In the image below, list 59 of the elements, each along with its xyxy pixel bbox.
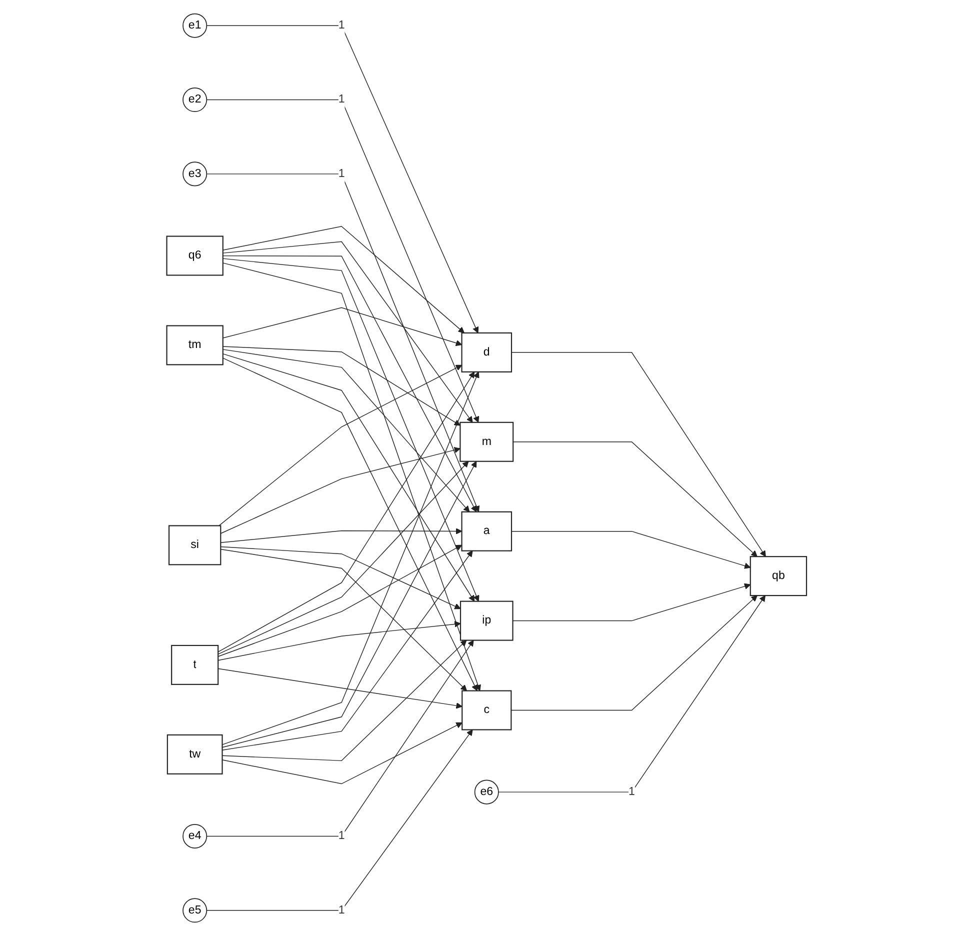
node-circle: e1 [182,13,207,38]
arrow [206,729,473,911]
arrow [222,640,467,762]
arrow [222,226,464,334]
arrow [206,174,480,512]
node-box: c [461,690,512,730]
arrow [510,595,758,711]
arrow [222,255,477,512]
node-box: tw [166,734,223,774]
arrow [218,364,462,526]
node-circle: e2 [182,88,207,112]
arrow [222,722,462,784]
arrow [222,461,476,748]
node-circle: e4 [182,824,207,848]
edge-label: 1 [338,830,345,842]
node-box: m [460,422,514,462]
arrow [512,442,758,557]
arrow [222,307,462,346]
arrow [222,349,470,512]
arrow [218,372,475,652]
arrow [222,346,460,426]
arrow [220,546,461,610]
node-circle: e6 [474,780,499,804]
node-box: d [461,332,512,372]
arrow [218,544,462,657]
arrow [511,352,766,557]
node-box: q6 [166,236,224,276]
arrow [222,550,473,750]
node-box: tm [166,325,224,366]
node-box: ip [460,600,514,641]
arrow [222,262,481,692]
arrow [222,358,478,692]
edge-label: 1 [338,167,345,180]
node-circle: e3 [182,162,207,186]
arrow [218,621,461,661]
arrow [222,258,480,602]
edge-label: 1 [338,19,345,32]
edge-label: 1 [628,786,635,798]
arrow [218,668,462,709]
edge-label: 1 [338,93,345,106]
arrow [220,446,460,534]
arrow [220,528,462,543]
arrow [222,372,480,746]
arrow [206,640,474,837]
node-box: t [170,644,218,685]
arrow [498,595,766,792]
node-box: qb [750,556,807,596]
arrow [222,353,475,602]
arrow [222,241,473,423]
arrow [512,583,751,622]
arrow [511,530,751,569]
arrow [220,548,467,692]
arrow [206,99,479,423]
node-circle: e5 [182,898,207,923]
arrow [206,25,478,334]
edge-label: 1 [338,904,345,916]
node-box: si [168,525,222,566]
arrow [218,461,469,655]
node-box: a [461,511,512,552]
